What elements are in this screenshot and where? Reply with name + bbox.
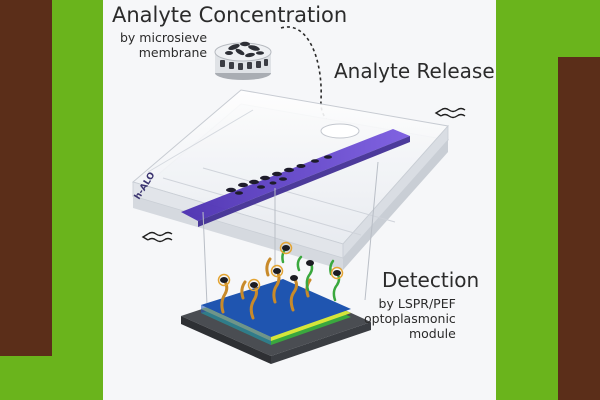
brown-right-band: [558, 57, 600, 400]
flow-arrow-out: [141, 231, 173, 243]
microfluidic-channel: [181, 129, 410, 221]
sensor-receptors: [217, 241, 344, 320]
microsieve-membrane: [214, 41, 272, 80]
detection-title: Detection: [382, 268, 480, 292]
channel-particles: [226, 155, 332, 195]
diagram-svg: h-ALO: [131, 26, 466, 364]
detection-sub-line3: module: [408, 326, 456, 341]
analyte-concentration-subtitle: by microsieve membrane: [120, 30, 207, 60]
release-port: [320, 123, 360, 139]
concentration-sub-line2: membrane: [138, 45, 208, 60]
analyte-release-title: Analyte Release: [334, 59, 495, 83]
detection-sub-line2: optoplasmonic: [364, 311, 456, 326]
detection-subtitle: by LSPR/PEF optoplasmonic module: [364, 296, 456, 341]
analyte-concentration-title: Analyte Concentration: [112, 3, 348, 27]
diagram-panel: h-ALO: [103, 0, 496, 400]
sensor-module: [181, 279, 371, 364]
detection-sub-line1: by LSPR/PEF: [378, 296, 456, 311]
flow-arrow-in: [434, 107, 466, 119]
release-arrow-path: [280, 26, 344, 131]
projection-lines: [202, 161, 379, 306]
brown-left-band: [0, 0, 52, 356]
concentration-sub-line1: by microsieve: [120, 30, 208, 45]
channel-side: [198, 136, 410, 227]
